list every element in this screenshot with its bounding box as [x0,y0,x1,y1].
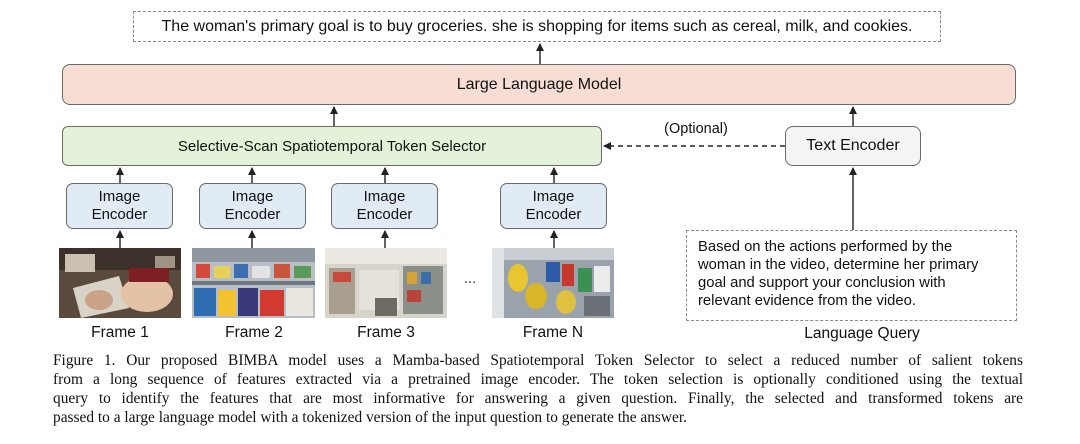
caption-line: query to identify the features that are … [53,389,1023,407]
image-encoder-3: Image Encoder [331,183,438,229]
frame-1-image [59,248,181,318]
caption-line: Figure 1. Our proposed BIMBA model uses … [53,352,1023,369]
query-line: Based on the actions performed by the [698,239,953,255]
frame-n-image [492,248,614,318]
encoder-line2: Encoder [525,206,582,223]
caption-line: passed to a large language model with a … [53,408,687,426]
image-encoder-1: Image Encoder [66,183,173,229]
caption-line: from a long sequence of features extract… [53,370,1023,388]
llm-label: Large Language Model [456,75,622,93]
image-encoder-2: Image Encoder [199,183,306,229]
frame-label-n: Frame N [522,324,584,341]
frame-label-1: Frame 1 [91,324,149,341]
llm-box: Large Language Model [62,64,1016,105]
query-line: woman in the video, determine her primar… [698,257,979,274]
more-frames-ellipsis: ... [463,270,477,287]
selector-label: Selective-Scan Spatiotemporal Token Sele… [177,137,487,155]
encoder-line2: Encoder [356,206,413,223]
encoder-line1: Image [363,188,406,206]
encoder-line2: Encoder [91,206,148,223]
frame-label-3: Frame 3 [357,324,415,341]
figure-caption: Figure 1. Our proposed BIMBA model uses … [53,352,1023,428]
encoder-line1: Image [532,188,575,206]
token-selector-box: Selective-Scan Spatiotemporal Token Sele… [62,126,602,166]
answer-box: The woman's primary goal is to buy groce… [133,11,941,42]
encoder-line2: Encoder [224,206,281,223]
language-query-label: Language Query [804,325,920,342]
language-query-box: Based on the actions performed by the wo… [686,230,1017,321]
text-encoder-box: Text Encoder [785,126,921,166]
optional-label: (Optional) [664,121,728,137]
encoder-line1: Image [98,188,141,206]
query-line: relevant evidence from the video. [698,293,916,310]
frame-label-2: Frame 2 [225,324,283,341]
text-encoder-label: Text Encoder [806,137,900,154]
image-encoder-n: Image Encoder [500,183,607,229]
encoder-line1: Image [231,188,274,206]
frame-2-image [192,248,315,318]
frame-3-image [325,248,447,318]
query-line: goal and support your conclusion with [698,275,946,292]
answer-text: The woman's primary goal is to buy groce… [161,17,913,35]
